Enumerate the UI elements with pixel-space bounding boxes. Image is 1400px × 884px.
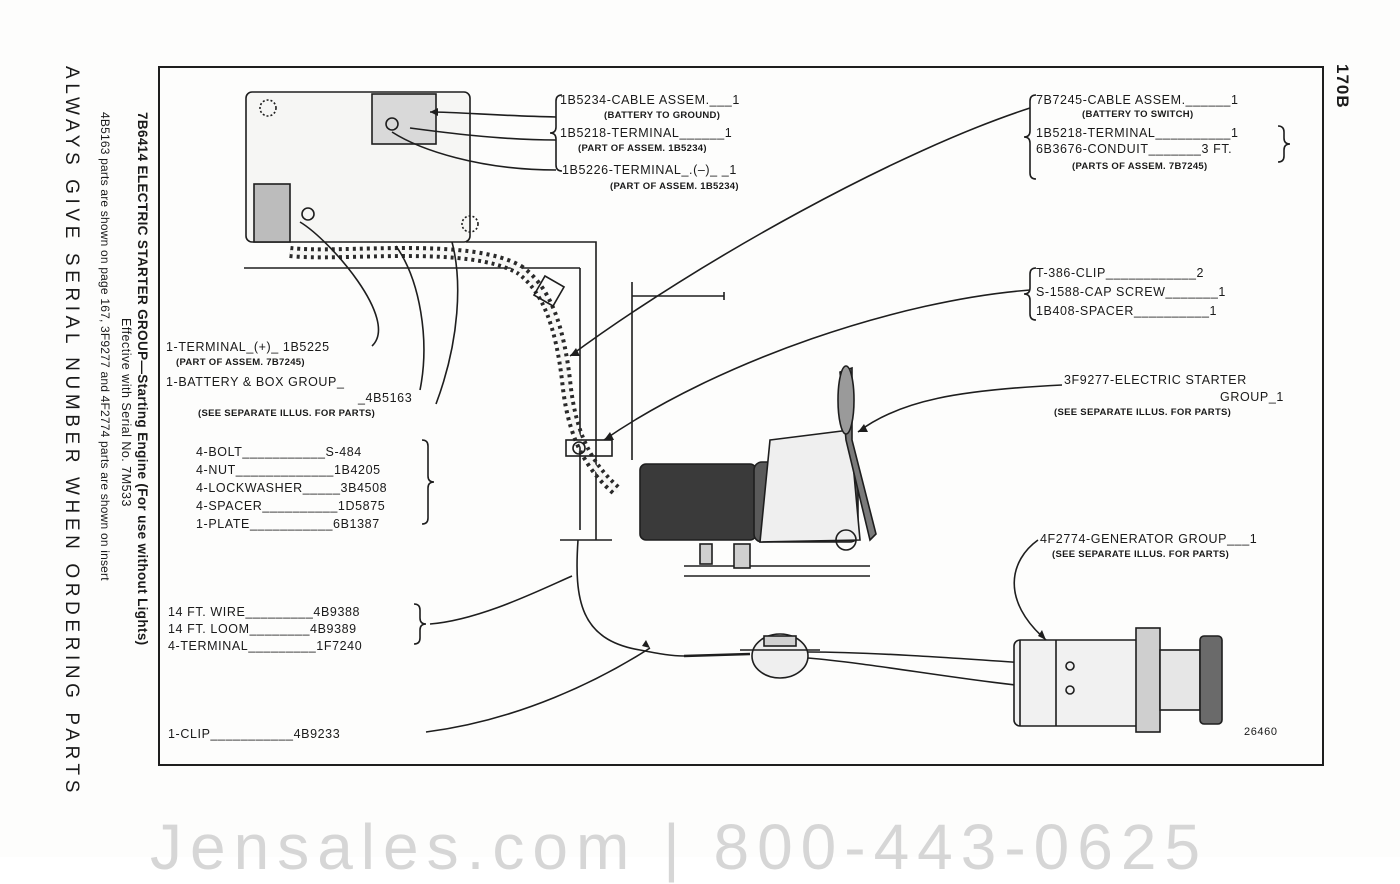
- electric-starter-3F9277-note: (SEE SEPARATE ILLUS. FOR PARTS): [1054, 407, 1232, 418]
- generator-4F2774-label: 4F2774-GENERATOR GROUP___1: [1040, 532, 1258, 546]
- cap-screw-S1588-label: S-1588-CAP SCREW_______1: [1036, 285, 1226, 299]
- cable-assem-7B7245-parts-note: (PARTS OF ASSEM. 7B7245): [1072, 161, 1208, 172]
- bolt-S484-label: 4-BOLT___________S-484: [196, 445, 362, 459]
- cable-assem-1B5234-label: 1B5234-CABLE ASSEM.___1: [560, 93, 740, 107]
- electric-starter-3F9277-label: 3F9277-ELECTRIC STARTER: [1064, 373, 1247, 387]
- spacer-1B408-label: 1B408-SPACER__________1: [1036, 304, 1218, 318]
- terminal-1B5218-label: 1B5218-TERMINAL______1: [560, 126, 733, 140]
- battery-box-group-label: 1-BATTERY & BOX GROUP_: [166, 375, 345, 389]
- loom-4B9389-label: 14 FT. LOOM________4B9389: [168, 622, 357, 636]
- lockwasher-3B4508-label: 4-LOCKWASHER_____3B4508: [196, 481, 388, 495]
- terminal-1F7240-label: 4-TERMINAL_________1F7240: [168, 639, 363, 653]
- parts-illustration: [244, 91, 1291, 733]
- terminal-1B5225-label: 1-TERMINAL_(+)_ 1B5225: [166, 340, 330, 354]
- electric-starter-3F9277-group: GROUP_1: [1220, 390, 1284, 404]
- terminal-1B5218-b-label: 1B5218-TERMINAL__________1: [1036, 126, 1239, 140]
- terminal-1B5218-note: (PART OF ASSEM. 1B5234): [578, 143, 707, 154]
- spacer-1D5875-label: 4-SPACER__________1D5875: [196, 499, 386, 513]
- cable-assem-1B5234-note: (BATTERY TO GROUND): [604, 110, 721, 121]
- watermark: Jensales.com | 800-443-0625: [150, 811, 1209, 883]
- battery-box-group-note: (SEE SEPARATE ILLUS. FOR PARTS): [198, 408, 376, 419]
- nut-1B4205-label: 4-NUT_____________1B4205: [196, 463, 381, 477]
- wire-4B9388-label: 14 FT. WIRE_________4B9388: [168, 605, 361, 619]
- figure-number: 26460: [1244, 726, 1278, 738]
- terminal-1B5226-label: 1B5226-TERMINAL_.(–)_ _1: [562, 163, 737, 177]
- clip-4B9233-label: 1-CLIP___________4B9233: [168, 727, 341, 741]
- terminal-1B5225-note: (PART OF ASSEM. 7B7245): [176, 357, 305, 368]
- clip-T386-label: T-386-CLIP____________2: [1036, 266, 1205, 280]
- conduit-6B3676-label: 6B3676-CONDUIT_______3 FT.: [1036, 142, 1233, 156]
- generator-4F2774-note: (SEE SEPARATE ILLUS. FOR PARTS): [1052, 549, 1230, 560]
- cable-assem-7B7245-label: 7B7245-CABLE ASSEM.______1: [1036, 93, 1239, 107]
- catalog-page: 170B ALWAYS GIVE SERIAL NUMBER WHEN ORDE…: [61, 64, 1352, 883]
- battery-box-group-number: _4B5163: [358, 391, 413, 405]
- terminal-1B5226-note: (PART OF ASSEM. 1B5234): [610, 181, 739, 192]
- illustration-frame: [158, 66, 1324, 766]
- starter-motor: [639, 463, 757, 541]
- cable-assem-7B7245-note: (BATTERY TO SWITCH): [1082, 109, 1194, 120]
- plate-6B1387-label: 1-PLATE___________6B1387: [196, 517, 380, 531]
- generator-group: [1013, 639, 1143, 727]
